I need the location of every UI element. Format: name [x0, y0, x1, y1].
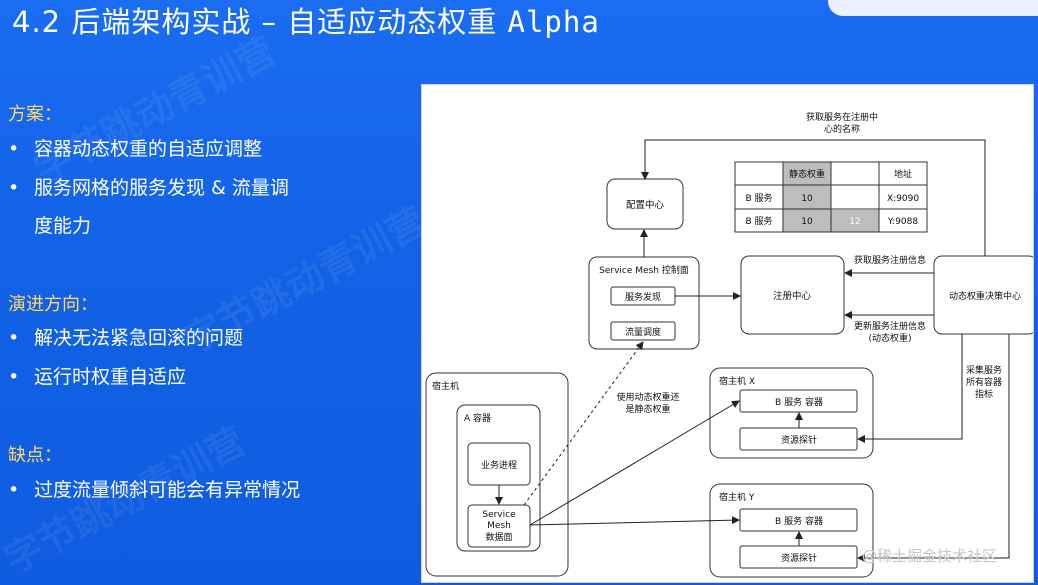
slide-title: 4.2 后端架构实战 – 自适应动态权重 Alpha: [12, 2, 600, 42]
config-center-label: 配置中心: [626, 199, 665, 211]
host-y-label: 宿主机 Y: [719, 491, 755, 503]
container-a-label: A 容器: [464, 412, 491, 424]
container-a-box: [456, 404, 541, 552]
table-cell: Y:9088: [887, 217, 919, 227]
dynamic-weight-column: [783, 162, 831, 232]
table-cell: 10: [801, 217, 813, 227]
get-registration-label: 获取服务注册信息: [854, 254, 926, 266]
data-plane-label: Service: [482, 510, 516, 520]
traffic-schedule-label: 流量调度: [625, 326, 661, 338]
slide-title-text: 4.2 后端架构实战 – 自适应动态权重: [12, 5, 508, 39]
bullet-item: •过度流量倾斜可能会有异常情况: [8, 479, 301, 501]
slide-title-alpha: Alpha: [507, 5, 600, 39]
fetch-names-note: 心的名称: [824, 123, 860, 135]
traffic-schedule-box: [610, 321, 676, 341]
table-header: 动态权重: [837, 168, 873, 180]
host-x-label: 宿主机 X: [719, 375, 755, 387]
update-registration-label: (动态权重): [868, 332, 911, 344]
arrow-collect-x: [857, 334, 963, 443]
arrow-collect-y: [857, 334, 1010, 562]
arrow-to-host-x: [529, 400, 740, 526]
registry-label: 注册中心: [773, 290, 812, 302]
section-heading-plan: 方案：: [8, 104, 62, 125]
service-discovery-label: 服务发现: [625, 291, 661, 303]
data-plane-box: [467, 504, 531, 548]
table-cell: X:9090: [887, 194, 919, 204]
host-y-probe-label: 资源探针: [781, 552, 817, 564]
architecture-diagram: 配置中心 获取服务在注册中 心的名称 静态权重 动态权重 地址 B 服务 10 …: [421, 84, 1034, 583]
data-plane-label: Mesh: [487, 521, 511, 531]
bullet-item: •运行时权重自适应: [8, 366, 187, 388]
decision-center-label: 动态权重决策中心: [949, 290, 1021, 302]
biz-process-label: 业务进程: [481, 459, 517, 471]
section-heading-drawbacks: 缺点：: [8, 445, 62, 466]
host-x-box: [709, 367, 874, 459]
table-cell: B 服务: [745, 215, 772, 227]
table-cell: B 服务: [745, 192, 772, 204]
arrow-to-host-y: [529, 516, 740, 526]
table-header: 地址: [894, 168, 912, 180]
weight-table: [734, 161, 928, 233]
use-weight-label: 使用动态权重还: [616, 391, 679, 403]
arrow-dashed-weight: [523, 341, 644, 506]
update-registration-label: 更新服务注册信息: [854, 320, 926, 332]
bullet-item: •容器动态权重的自适应调整: [8, 138, 263, 160]
section-heading-evolution: 演进方向：: [8, 294, 98, 315]
bullet-item-continued: 度能力: [34, 215, 92, 237]
collect-label: 所有容器: [966, 376, 1002, 388]
host-x-probe-label: 资源探针: [781, 434, 817, 446]
table-header: 静态权重: [789, 168, 825, 180]
host-box: [425, 372, 569, 577]
collect-label: 指标: [975, 388, 993, 400]
host-y-b-container-label: B 服务 容器: [775, 515, 823, 527]
host-y-box: [709, 483, 874, 578]
table-cell: 10: [801, 194, 813, 204]
arrow-fetch-names: [641, 139, 986, 256]
host-x-b-container-label: B 服务 容器: [775, 396, 823, 408]
corner-decoration: [828, 0, 1038, 16]
bullet-item: •解决无法紧急回滚的问题: [8, 327, 244, 349]
collect-label: 采集服务: [966, 364, 1002, 376]
table-cell: 12: [849, 217, 860, 227]
control-plane-label: Service Mesh 控制面: [599, 264, 689, 276]
use-weight-label: 是静态权重: [625, 403, 670, 415]
host-label: 宿主机: [432, 380, 459, 392]
data-plane-label: 数据面: [485, 531, 512, 543]
bullet-item: •服务网格的服务发现 & 流量调: [8, 177, 289, 199]
table-cell: 13: [849, 194, 860, 204]
watermark: @稀土掘金技术社区: [862, 547, 998, 565]
registry-box: [740, 255, 845, 335]
fetch-names-note: 获取服务在注册中: [806, 111, 878, 123]
